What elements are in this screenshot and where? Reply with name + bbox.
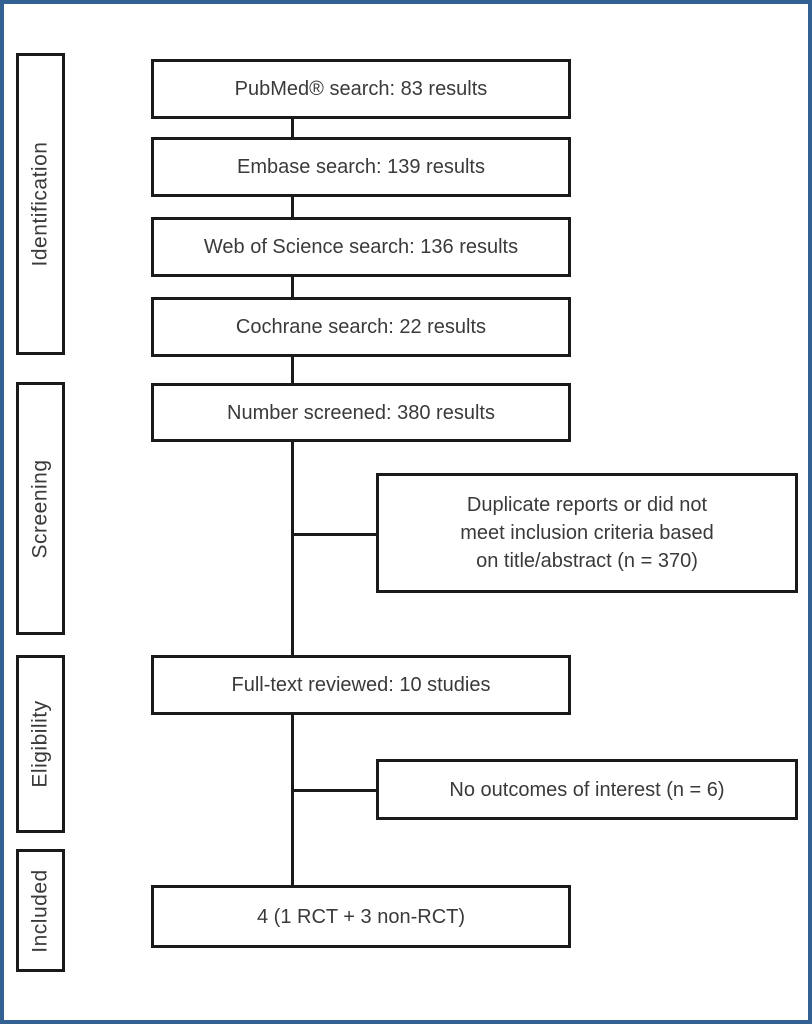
flow-box-number-screened: Number screened: 380 results	[151, 383, 571, 442]
flow-box-cochrane-search: Cochrane search: 22 results	[151, 297, 571, 357]
flow-box-full-text-reviewed: Full-text reviewed: 10 studies	[151, 655, 571, 715]
flow-box-cochrane-search-text: Cochrane search: 22 results	[235, 316, 487, 338]
flow-box-number-screened-text: Number screened: 380 results	[227, 401, 495, 424]
exclusion-box-screening-text: Duplicate reports or did not meet inclus…	[460, 494, 714, 572]
connector-branch-excluded-screening	[291, 533, 376, 536]
exclusion-box-screening: Duplicate reports or did not meet inclus…	[376, 473, 798, 593]
flow-box-embase-search-text: Embase search: 139 results	[237, 156, 485, 178]
stage-label-identification-text: Identification	[28, 141, 52, 267]
flow-box-web-of-science-search-text: Web of Science search: 136 results	[203, 236, 519, 258]
stage-label-eligibility: Eligibility	[16, 655, 65, 833]
connector-cochrane-screened	[291, 356, 294, 384]
flow-box-pubmed-search: PubMed® search: 83 results	[151, 59, 571, 119]
stage-label-screening: Screening	[16, 382, 65, 635]
connector-branch-excluded-eligibility	[291, 789, 376, 792]
stage-label-included: Included	[16, 849, 65, 972]
exclusion-box-eligibility-text: No outcomes of interest (n = 6)	[449, 778, 725, 801]
flow-box-included-studies-text: 4 (1 RCT + 3 non-RCT)	[256, 905, 466, 928]
stage-label-identification: Identification	[16, 53, 65, 355]
flow-box-included-studies: 4 (1 RCT + 3 non-RCT)	[151, 885, 571, 948]
exclusion-box-eligibility: No outcomes of interest (n = 6)	[376, 759, 798, 820]
stage-label-included-text: Included	[28, 868, 52, 953]
flow-box-pubmed-search-text: PubMed® search: 83 results	[234, 78, 488, 100]
connector-embase-wos	[291, 196, 294, 217]
flow-box-web-of-science-search: Web of Science search: 136 results	[151, 217, 571, 277]
stage-label-screening-text: Screening	[28, 458, 52, 559]
connector-wos-cochrane	[291, 276, 294, 297]
connector-pubmed-embase	[291, 119, 294, 137]
connector-fulltext-included	[291, 714, 294, 886]
flow-box-embase-search: Embase search: 139 results	[151, 137, 571, 197]
flow-box-full-text-reviewed-text: Full-text reviewed: 10 studies	[231, 674, 491, 696]
stage-label-eligibility-text: Eligibility	[28, 700, 52, 788]
connector-screened-fulltext	[291, 442, 294, 656]
